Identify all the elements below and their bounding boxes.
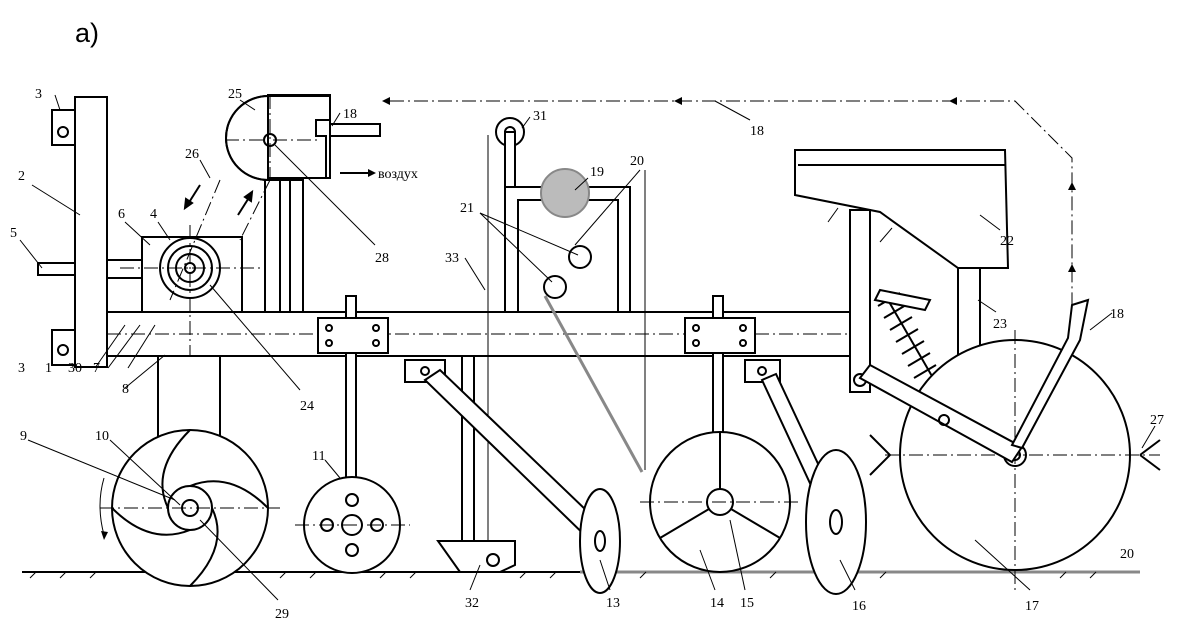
label-9: 9 xyxy=(20,429,27,444)
label-10: 10 xyxy=(95,429,109,444)
label-3-top: 3 xyxy=(35,87,42,102)
label-32: 32 xyxy=(465,596,479,611)
label-4: 4 xyxy=(150,207,157,222)
label-21: 21 xyxy=(460,201,474,216)
pneumatic-drum xyxy=(99,355,280,587)
label-1: 1 xyxy=(45,361,52,376)
label-17: 17 xyxy=(1025,599,1039,614)
label-6: 6 xyxy=(118,207,125,222)
label-23: 23 xyxy=(993,317,1007,332)
covering-disc-front xyxy=(404,359,621,594)
leader-lines xyxy=(19,94,1156,601)
label-20-top: 20 xyxy=(630,154,644,169)
label-22: 22 xyxy=(1000,234,1014,249)
label-25: 25 xyxy=(228,87,242,102)
seed-tank-circle xyxy=(540,168,590,218)
label-29: 29 xyxy=(275,607,289,622)
label-7: 7 xyxy=(93,361,100,376)
label-33: 33 xyxy=(445,251,459,266)
air-outlet-arrow: воздух xyxy=(340,167,418,182)
label-18-mid: 18 xyxy=(750,124,764,139)
label-16: 16 xyxy=(852,599,866,614)
label-27: 27 xyxy=(1150,413,1164,428)
label-31: 31 xyxy=(533,109,547,124)
hitch-plate xyxy=(37,96,143,368)
label-18-top: 18 xyxy=(343,107,357,122)
covering-disc-rear xyxy=(744,359,867,595)
press-wheel xyxy=(640,295,800,573)
label-13: 13 xyxy=(606,596,620,611)
air-label: воздух xyxy=(378,167,418,182)
fan-housing xyxy=(169,94,381,313)
label-20-right: 20 xyxy=(1120,547,1134,562)
label-5: 5 xyxy=(10,226,17,241)
label-19: 19 xyxy=(590,165,604,180)
label-28: 28 xyxy=(375,251,389,266)
label-26: 26 xyxy=(185,147,199,162)
label-30: 30 xyxy=(68,361,82,376)
label-18-right: 18 xyxy=(1110,307,1124,322)
gauge-wheel xyxy=(295,295,410,574)
label-15: 15 xyxy=(740,596,754,611)
panel-label: а) xyxy=(75,18,99,48)
label-3-bottom: 3 xyxy=(18,361,25,376)
label-2: 2 xyxy=(18,169,25,184)
label-8: 8 xyxy=(122,382,129,397)
part-labels: 3 2 5 6 4 25 26 18 28 24 3 1 30 7 8 9 10… xyxy=(10,87,1164,622)
label-11: 11 xyxy=(312,449,325,464)
label-14: 14 xyxy=(710,596,724,611)
air-line-route xyxy=(382,97,1076,305)
seed-metering-box xyxy=(495,117,644,473)
label-24: 24 xyxy=(300,399,314,414)
packing-wheel xyxy=(858,298,1161,590)
